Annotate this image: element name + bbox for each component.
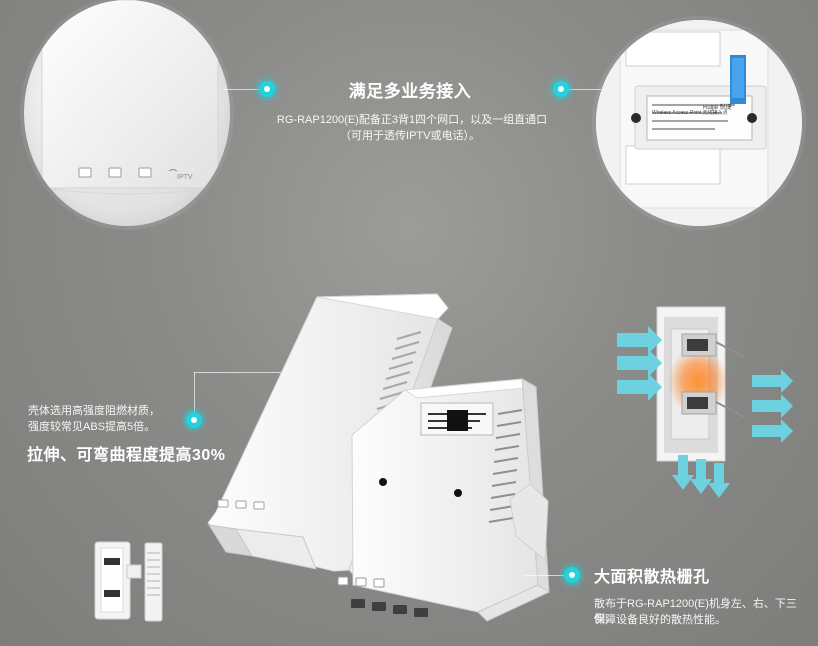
left-feature-line-2: 强度较常见ABS提高5倍。 xyxy=(28,421,156,433)
top-left-connector-line xyxy=(224,89,262,90)
back-wireless-label: Wireless Access Point 无线接入点 xyxy=(652,110,728,116)
top-right-cyan-indicator-icon xyxy=(553,81,569,97)
right-feature-line-1: 散布于RG-RAP1200(E)机身左、右、下三侧， xyxy=(594,598,797,625)
top-left-cyan-indicator-icon xyxy=(259,81,275,97)
iptv-label: IPTV xyxy=(177,174,193,181)
left-feature-connector-line xyxy=(194,372,312,373)
left-feature-vertical-line xyxy=(194,372,195,412)
right-feature-connector-line xyxy=(525,575,569,576)
right-feature-line-2: 保障设备良好的散热性能。 xyxy=(594,614,726,626)
back-panel-detail-illustration xyxy=(596,20,802,226)
top-feature-line-2: （可用于透传IPTV或电话）。 xyxy=(340,130,480,142)
left-feature-title: 拉伸、可弯曲程度提高30% xyxy=(27,447,226,464)
back-detail-circle: Ruijie 锐捷 Wireless Access Point 无线接入点 xyxy=(596,20,802,226)
front-detail-circle: IPTV xyxy=(24,0,230,226)
top-feature-line-1: RG-RAP1200(E)配备正3背1四个网口，以及一组直通口 xyxy=(276,114,548,126)
front-panel-detail-illustration xyxy=(41,0,219,195)
back-brand-label: Ruijie 锐捷 xyxy=(703,105,732,111)
top-right-connector-line xyxy=(563,89,601,90)
left-feature-line-1: 壳体选用高强度阻燃材质， xyxy=(28,405,160,417)
left-feature-cyan-indicator-icon xyxy=(186,412,202,428)
right-feature-title: 大面积散热栅孔 xyxy=(594,569,710,586)
right-feature-cyan-indicator-icon xyxy=(564,567,580,583)
top-feature-title: 满足多业务接入 xyxy=(348,82,472,101)
